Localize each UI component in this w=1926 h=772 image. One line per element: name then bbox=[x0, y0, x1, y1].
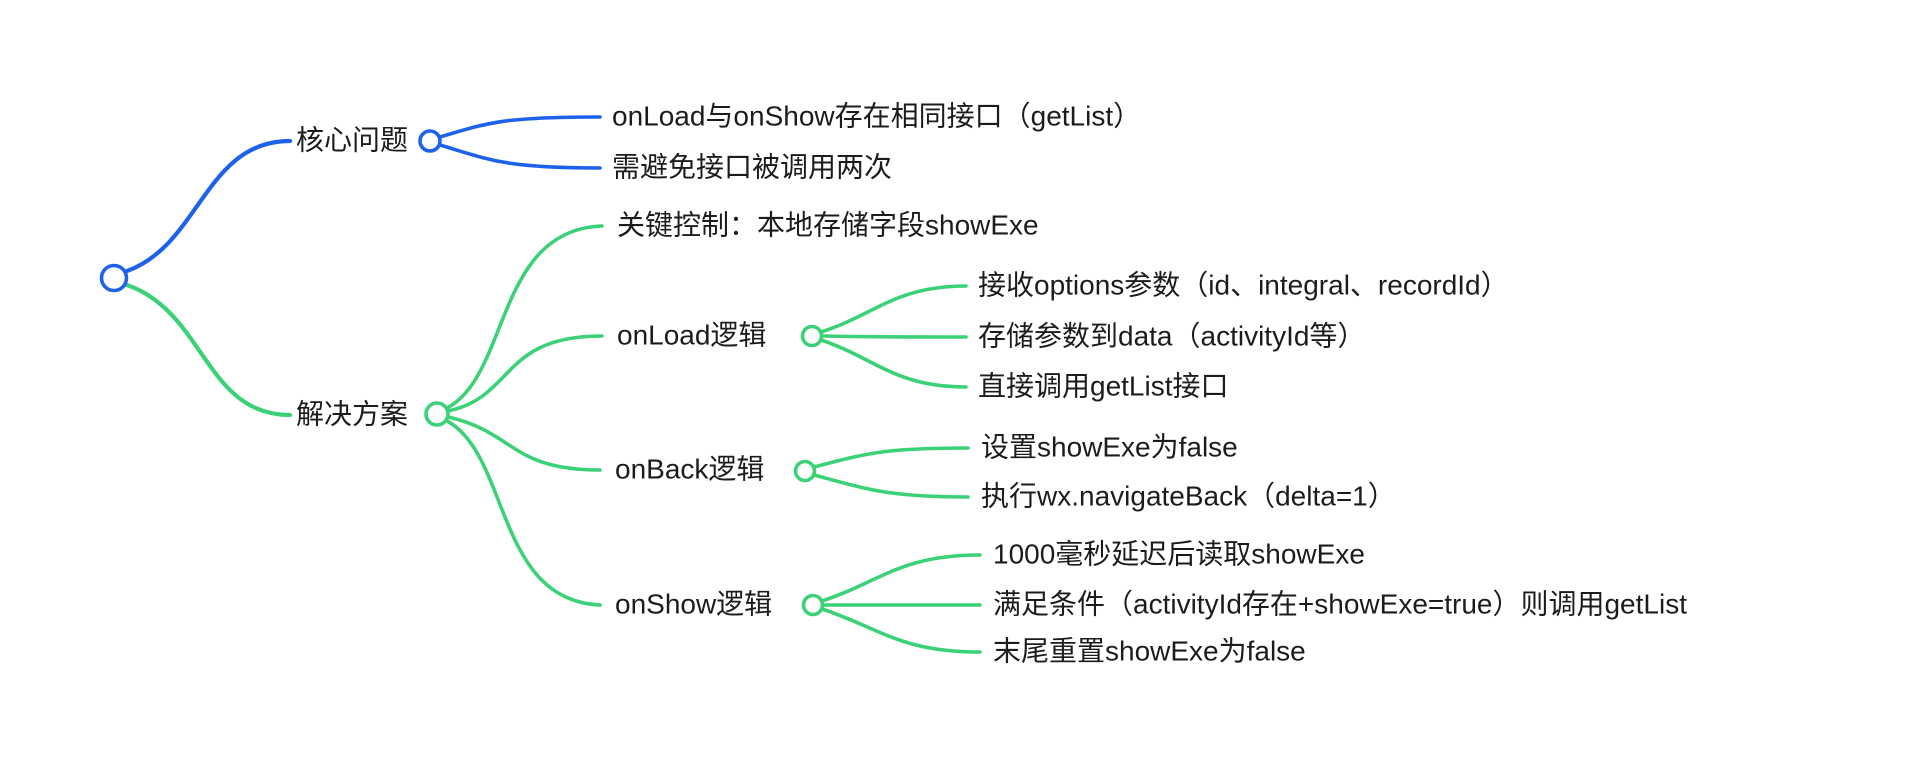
node-dot-onback[interactable] bbox=[793, 459, 817, 483]
edge-onload-to-receive-options bbox=[819, 284, 968, 334]
node-dot-root[interactable] bbox=[99, 263, 129, 293]
node-solution[interactable]: 解决方案 bbox=[296, 398, 409, 430]
node-onshow-logic[interactable]: onShow逻辑 bbox=[615, 588, 773, 620]
edge-solution-to-key-control bbox=[445, 224, 604, 410]
edge-onshow-to-reset-showexe bbox=[820, 607, 982, 654]
edge-solution-to-onshow bbox=[445, 419, 602, 607]
edge-onback-to-set-showexe bbox=[812, 446, 970, 469]
node-reset-showexe-false[interactable]: 末尾重置showExe为false bbox=[993, 635, 1306, 667]
node-delay-read-showexe[interactable]: 1000毫秒延迟后读取showExe bbox=[993, 538, 1365, 570]
edge-solution-to-onback bbox=[446, 415, 602, 472]
node-dot-solution[interactable] bbox=[424, 401, 450, 427]
edge-root-to-solution bbox=[124, 282, 293, 418]
edge-core-to-same-interface bbox=[438, 115, 602, 139]
node-same-interface[interactable]: onLoad与onShow存在相同接口（getList） bbox=[612, 100, 1142, 132]
node-dot-onload[interactable] bbox=[800, 324, 824, 348]
node-set-showexe-false[interactable]: 设置showExe为false bbox=[981, 431, 1238, 463]
edge-onload-to-call-getlist bbox=[819, 338, 968, 389]
node-avoid-double-call[interactable]: 需避免接口被调用两次 bbox=[612, 151, 893, 183]
node-direct-call-getlist[interactable]: 直接调用getList接口 bbox=[978, 370, 1229, 402]
edge-solution-to-onload bbox=[446, 334, 604, 413]
edge-onload-to-store-data bbox=[820, 334, 968, 339]
node-key-control[interactable]: 关键控制：本地存储字段showExe bbox=[617, 209, 1039, 241]
node-dot-onshow[interactable] bbox=[801, 593, 825, 617]
node-onback-logic[interactable]: onBack逻辑 bbox=[615, 453, 765, 485]
node-core-problem[interactable]: 核心问题 bbox=[296, 124, 409, 156]
node-store-params-data[interactable]: 存储参数到data（activityId等） bbox=[978, 320, 1366, 352]
edge-onback-to-navigateback bbox=[812, 473, 970, 499]
edge-root-to-core-problem bbox=[124, 138, 293, 274]
node-receive-options[interactable]: 接收options参数（id、integral、recordId） bbox=[978, 269, 1509, 301]
node-onload-logic[interactable]: onLoad逻辑 bbox=[617, 319, 767, 351]
edge-core-to-avoid-double-call bbox=[438, 143, 602, 170]
node-condition-call-getlist[interactable]: 满足条件（activityId存在+showExe=true）则调用getLis… bbox=[993, 588, 1687, 620]
node-exec-navigateback[interactable]: 执行wx.navigateBack（delta=1） bbox=[981, 480, 1396, 512]
edge-onshow-to-delay-read bbox=[820, 553, 982, 603]
node-dot-core-problem[interactable] bbox=[418, 129, 442, 153]
